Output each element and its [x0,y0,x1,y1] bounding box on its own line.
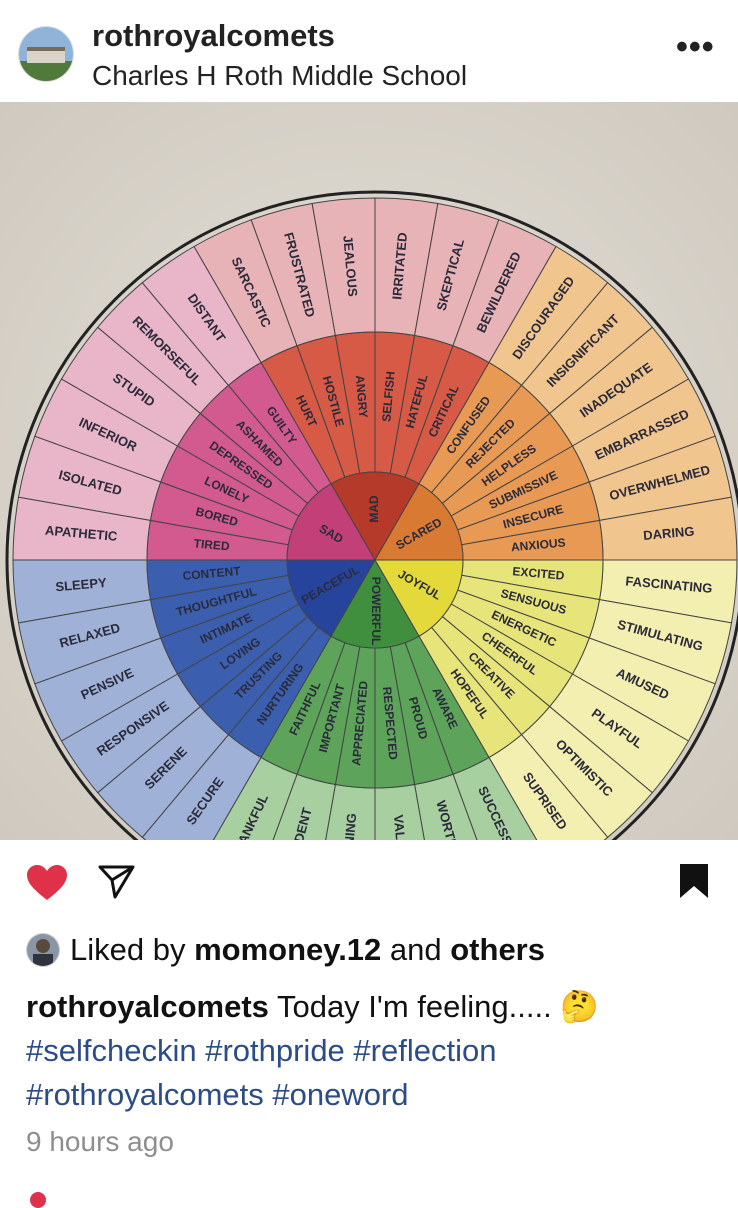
hashtags-line-2[interactable]: #rothroyalcomets #oneword [26,1077,409,1112]
post-caption: rothroyalcomets Today I'm feeling..... 🤔… [26,985,716,1117]
liked-user-link[interactable]: momoney.12 [194,932,382,967]
post-timestamp[interactable]: 9 hours ago [26,1126,174,1157]
outer-label: IRRITATED [389,232,410,300]
liker-avatar[interactable] [26,933,60,967]
middle-label: TIRED [193,536,230,553]
liked-and: and [381,932,451,967]
outer-label: DARING [643,524,695,543]
notification-dot [30,1192,46,1208]
likes-line: Liked by momoney.12 and others [26,930,545,970]
post-username[interactable]: rothroyalcomets [92,18,335,53]
share-icon[interactable] [98,864,136,900]
profile-avatar[interactable] [18,26,74,82]
middle-label: ANGRY [353,375,371,419]
center-wedge [286,483,376,561]
center-label: MAD [367,495,381,523]
liked-others-link[interactable]: others [450,932,545,967]
middle-label: CONTENT [182,564,242,583]
bookmark-icon[interactable] [678,862,710,900]
caption-text: Today I'm feeling..... [268,989,561,1024]
more-options-icon[interactable]: ••• [676,28,715,66]
middle-label: RESPECTED [380,686,400,761]
outer-label: APATHETIC [44,523,118,544]
outer-label: SLEEPY [55,575,108,594]
outer-label: JEALOUS [340,235,360,298]
hashtags-line-1[interactable]: #selfcheckin #rothpride #reflection [26,1033,497,1068]
post-location[interactable]: Charles H Roth Middle School [92,60,468,91]
middle-label: ANXIOUS [510,536,566,555]
middle-label: SELFISH [379,371,397,423]
middle-label: EXCITED [512,564,565,583]
post-actions [0,840,738,920]
thinking-emoji: 🤔 [560,989,599,1024]
post-header: rothroyalcomets Charles H Roth Middle Sc… [0,0,738,102]
center-label: POWERFUL [369,577,383,646]
liked-by-prefix: Liked by [70,932,195,967]
heart-icon[interactable] [26,864,68,902]
caption-username[interactable]: rothroyalcomets [26,989,269,1024]
